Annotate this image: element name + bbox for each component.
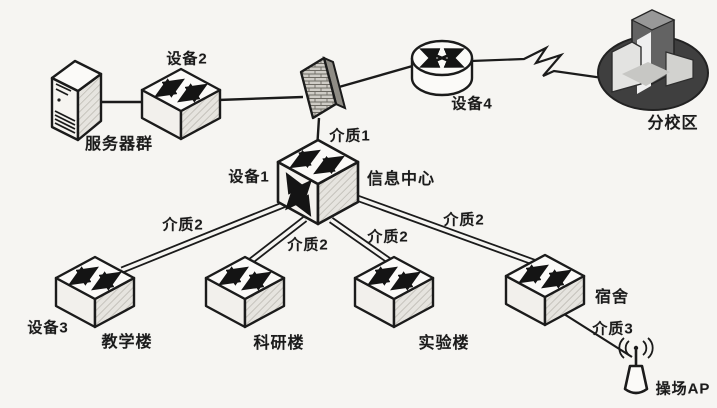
- label-dormitory: 宿舍: [594, 289, 630, 306]
- link-core-research-medium2: [244, 216, 308, 267]
- router-cylinder-icon: [410, 39, 474, 97]
- link-core-dormitory-medium2: [355, 194, 538, 267]
- label-device1: 设备1: [228, 168, 270, 186]
- label-teaching-building: 教学楼: [101, 334, 153, 351]
- label-research-building: 科研楼: [253, 335, 305, 352]
- label-medium3: 介质3: [592, 320, 634, 338]
- wireless-ap-antenna-icon: [618, 337, 654, 395]
- label-medium2-teaching: 介质2: [162, 216, 204, 234]
- switch-icon-lab: [355, 257, 433, 327]
- campus-buildings-icon: [597, 9, 709, 111]
- link-core-lab-medium2: [328, 217, 394, 265]
- label-medium2-lab: 介质2: [367, 228, 409, 246]
- label-medium2-dormitory: 介质2: [443, 211, 485, 229]
- switch-icon-device2: [142, 69, 220, 139]
- switch-icon-dormitory: [506, 255, 584, 325]
- link-firewall-router: [338, 63, 417, 89]
- switch-icon-research: [206, 257, 284, 327]
- label-medium1: 介质1: [329, 127, 371, 145]
- label-info-center: 信息中心: [366, 171, 436, 188]
- label-medium2-research: 介质2: [287, 236, 329, 254]
- label-server-cluster: 服务器群: [84, 136, 154, 153]
- link-dormitory-ap-medium3: [563, 313, 633, 358]
- label-branch-campus: 分校区: [647, 115, 699, 132]
- link-core-teaching-medium2: [120, 199, 290, 274]
- label-playground-ap: 操场AP: [655, 380, 711, 398]
- label-device3: 设备3: [27, 319, 69, 337]
- core-switch-cube-icon: [276, 138, 360, 226]
- lightning-bolt-link-icon: [470, 45, 604, 80]
- server-tower-icon: [50, 59, 103, 142]
- link-device2-firewall: [217, 95, 304, 102]
- label-lab-building: 实验楼: [418, 335, 470, 352]
- firewall-brick-panel-icon: [299, 56, 347, 120]
- label-device2: 设备2: [166, 50, 208, 68]
- label-device4: 设备4: [451, 95, 493, 113]
